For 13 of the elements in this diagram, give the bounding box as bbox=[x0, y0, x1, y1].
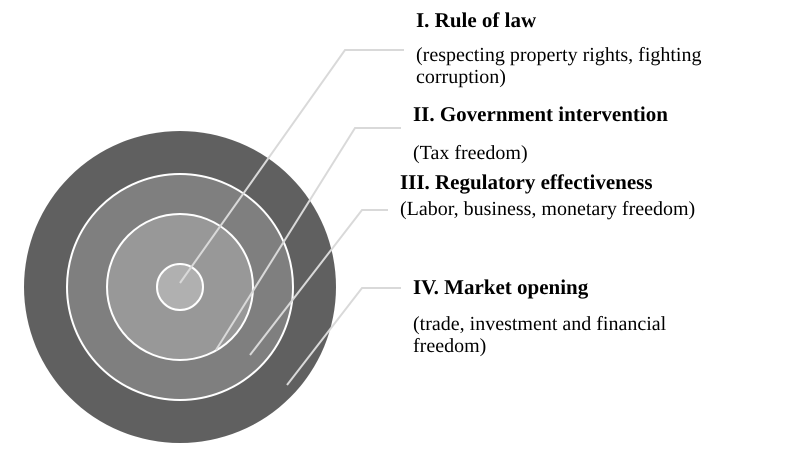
category-description: (trade, investment and financial freedom) bbox=[413, 313, 668, 357]
category-description: (Labor, business, monetary freedom) bbox=[400, 198, 696, 220]
category-description: (Tax freedom) bbox=[413, 142, 529, 164]
category-heading: II. Government intervention bbox=[413, 102, 669, 126]
leader-line bbox=[286, 287, 401, 386]
leader-line bbox=[249, 209, 388, 356]
category-heading: III. Regulatory effectiveness bbox=[400, 170, 654, 194]
target-ring bbox=[156, 263, 204, 311]
category-heading: I. Rule of law bbox=[416, 8, 538, 32]
leader-line bbox=[215, 127, 401, 351]
leader-line bbox=[179, 49, 404, 284]
category-description: (respecting property rights, fighting corruption) bbox=[416, 44, 702, 88]
category-heading: IV. Market opening bbox=[413, 275, 590, 299]
